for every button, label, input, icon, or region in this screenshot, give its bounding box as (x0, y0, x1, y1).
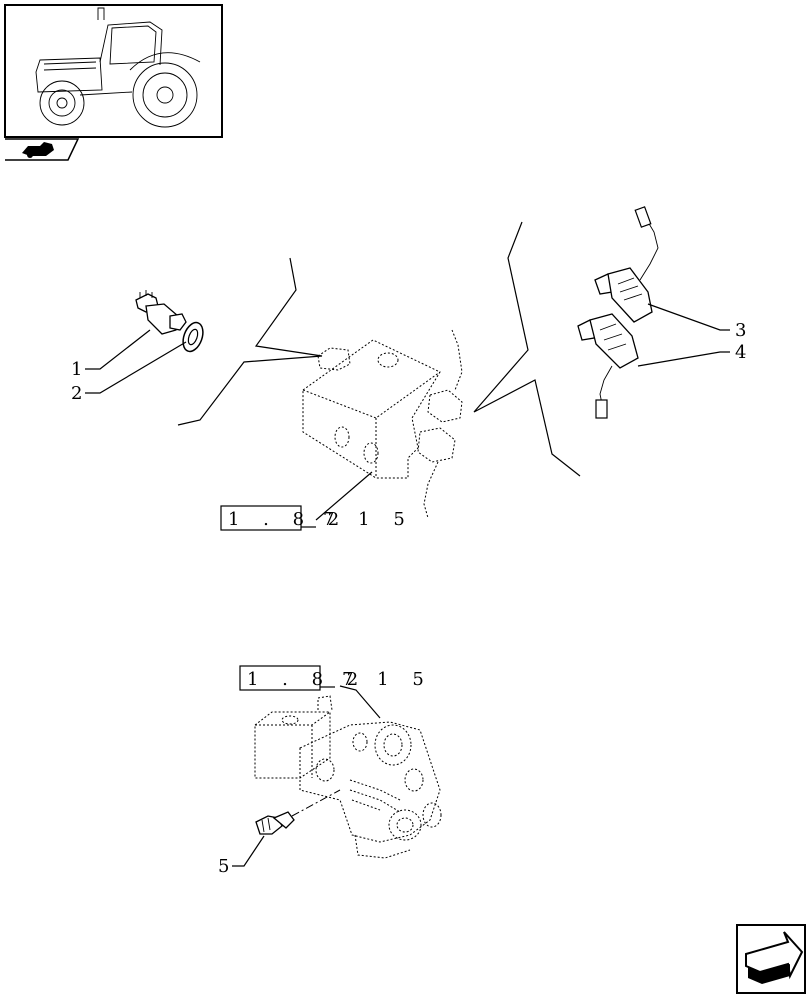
callout-1: 1 (71, 359, 82, 380)
reference-upper-suffix: 7 1 5 (323, 509, 414, 530)
reference-leader-upper (315, 471, 373, 521)
valve-block (302, 329, 463, 519)
callout-5: 5 (218, 856, 229, 877)
next-page-button[interactable] (736, 924, 806, 994)
reference-lower-suffix: 7 1 5 (342, 669, 433, 690)
callout-4: 4 (735, 342, 746, 363)
callout-2: 2 (71, 383, 82, 404)
callout-leaders-upper (85, 303, 730, 394)
reference-leader-lower (339, 685, 381, 719)
callout-3: 3 (735, 320, 746, 341)
reference-upper[interactable]: 1 . 8 2 7 1 5 (220, 505, 414, 531)
callout-leader-5 (232, 835, 265, 867)
sealing-washer (182, 321, 204, 353)
pressure-switch (135, 290, 187, 335)
tractor-thumbnail (4, 4, 223, 138)
next-page-arrow-icon (745, 931, 804, 984)
tractor-section-icon (5, 138, 80, 161)
reference-lower-boxed: 1 . 8 2 (247, 669, 367, 690)
solenoid-coil-4 (577, 313, 639, 419)
tractor-icon (35, 7, 201, 128)
reference-upper-boxed: 1 . 8 2 (228, 509, 348, 530)
temperature-sensor (255, 789, 341, 835)
reference-lower[interactable]: 1 . 8 2 7 1 5 (239, 665, 433, 691)
solenoid-coil-3 (594, 206, 659, 323)
lower-valve-assembly (254, 695, 442, 859)
break-lines (177, 221, 581, 477)
